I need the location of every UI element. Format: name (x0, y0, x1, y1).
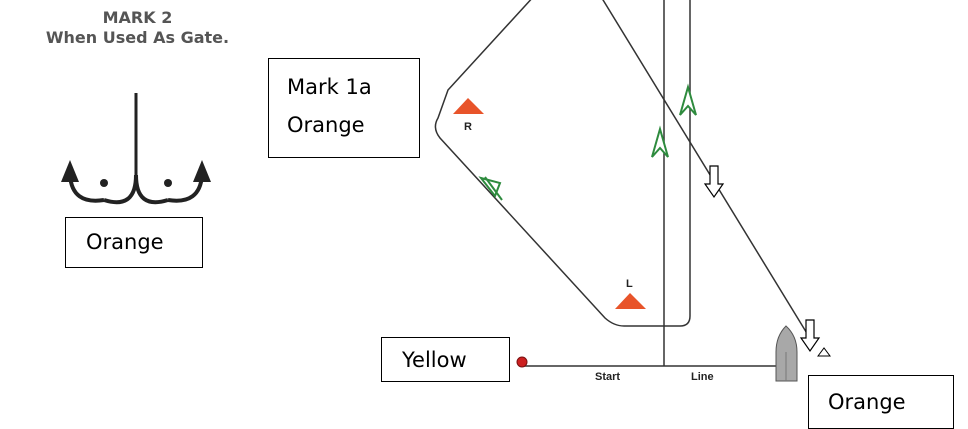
mark-r-triangle-icon (453, 98, 484, 114)
mark1a-title: Mark 1a (287, 75, 372, 99)
start-word: Start (595, 371, 620, 383)
yellow-pin-mark (516, 356, 528, 368)
gate-left-mark-dot (100, 179, 108, 187)
mark2-title-line1: MARK 2 (102, 8, 173, 27)
leg-arrow-icon (651, 125, 669, 158)
flag-triangle-icon (817, 347, 831, 357)
yellow-box: Yellow (381, 337, 510, 382)
mark2-title-line2: When Used As Gate. (45, 28, 230, 47)
mark1a-box: Mark 1a Orange (268, 58, 420, 158)
gate-right-mark-dot (164, 179, 172, 187)
yellow-label: Yellow (402, 348, 467, 372)
mark2-color-label: Orange (86, 230, 164, 254)
finish-diagonal (602, 0, 809, 336)
finish-orange-box: Orange (808, 375, 954, 429)
course-loop (434, 0, 691, 327)
down-arrow-icon (799, 319, 821, 353)
mark2-title: MARK 2 When Used As Gate. (0, 8, 275, 48)
down-arrow-icon (703, 165, 725, 199)
finish-orange-label: Orange (828, 390, 906, 414)
leg-arrow-icon (679, 83, 697, 116)
gate-right-arrowhead-icon (193, 160, 211, 182)
leg-arrow-icon (484, 176, 503, 201)
mark-l-label: L (626, 278, 633, 290)
mark-l-triangle-icon (615, 293, 646, 309)
gate-symbol-icon (61, 93, 211, 205)
leg-arrow-icon (478, 176, 502, 199)
mark2-color-box: Orange (65, 217, 203, 268)
mark-r-label: R (464, 121, 472, 133)
gate-left-arrowhead-icon (61, 160, 79, 182)
line-word: Line (691, 371, 714, 383)
mark1a-color: Orange (287, 113, 365, 137)
